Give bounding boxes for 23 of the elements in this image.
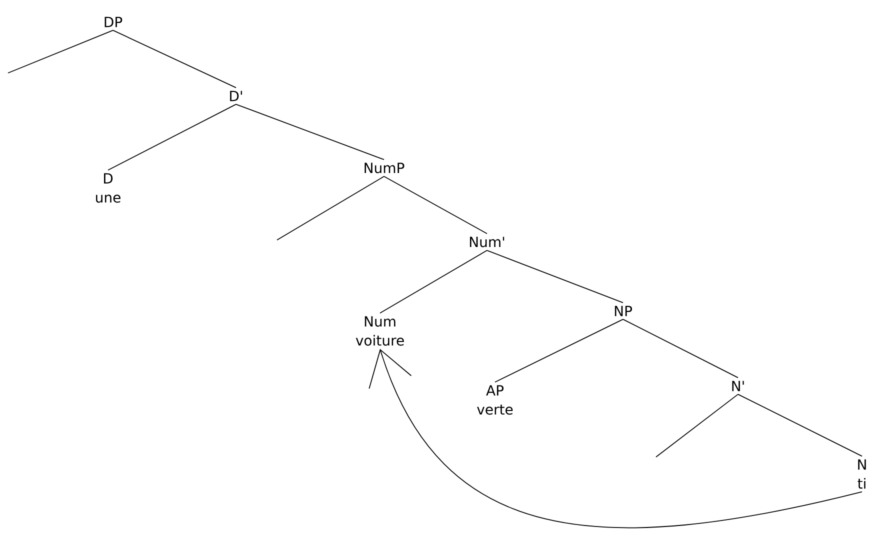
tree-node-label: Num voiture: [356, 316, 404, 346]
tree-node-label: N ti: [858, 459, 866, 489]
tree-branch: [486, 250, 624, 304]
tree-branch: [108, 104, 236, 171]
tree-branch: [738, 394, 862, 457]
movement-arrow: [368, 348, 862, 528]
tree-branch: [384, 176, 488, 234]
tree-branch: [656, 394, 738, 458]
tree-node-label: NP: [614, 306, 632, 316]
tree-branch: [112, 30, 236, 88]
tree-branch: [494, 318, 624, 383]
tree-node-label: AP verte: [477, 385, 513, 415]
tree-branch: [276, 176, 384, 240]
tree-node-label: N': [732, 380, 744, 392]
tree-branch: [622, 318, 738, 378]
tree-node-label: DP: [104, 16, 122, 28]
tree-node-label: D une: [96, 173, 120, 203]
tree-node-label: D': [230, 90, 242, 102]
tree-branch: [380, 250, 488, 314]
tree-node-label: Num': [470, 236, 504, 248]
tree-branch: [236, 104, 384, 160]
tree-branch: [8, 30, 114, 74]
tree-node-label: NumP: [364, 162, 404, 174]
